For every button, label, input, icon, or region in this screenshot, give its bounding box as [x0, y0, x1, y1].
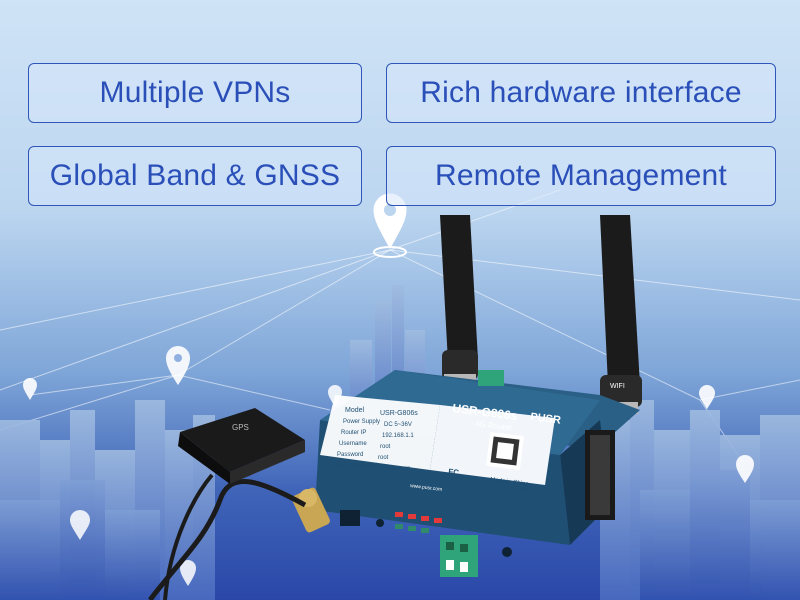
location-pin-icon: [70, 510, 90, 540]
spec-power-label: Power Supply: [343, 419, 380, 425]
spec-wifi-label: Wi-Fi Password: [335, 463, 377, 469]
location-pin-icon: [166, 346, 190, 385]
spec-username-label: Username: [339, 441, 367, 447]
feature-rich-hardware-interface: Rich hardware interface: [386, 63, 776, 123]
spec-password-value: root: [378, 455, 389, 461]
spec-ip-value: 192.168.1.1: [382, 433, 414, 439]
feature-global-band-gnss: Global Band & GNSS: [28, 146, 362, 206]
feature-label: Remote Management: [435, 159, 727, 192]
din-rail-clip: [585, 430, 615, 520]
feature-label: Rich hardware interface: [420, 76, 742, 109]
made-in-label: Made in China: [490, 477, 530, 488]
location-pin-icon: [373, 193, 407, 258]
website-label: www.pusr.com: [410, 483, 443, 493]
reset-hole: [376, 519, 384, 527]
fc-mark: FC: [448, 467, 460, 477]
sim-slot: [340, 510, 360, 526]
spec-ip-label: Router IP: [341, 430, 366, 436]
mount-screw: [502, 547, 512, 557]
brand-name: PUSR: [530, 411, 562, 427]
qr-code: [486, 432, 524, 470]
gps-antenna: GPS: [148, 408, 307, 600]
power-terminal: [440, 535, 478, 577]
location-pin-icon: [180, 560, 196, 586]
spec-model-value: USR-G806s: [380, 410, 418, 417]
feature-remote-management: Remote Management: [386, 146, 776, 206]
spec-password-label: Password: [337, 452, 363, 458]
antenna-right: WIFI: [600, 215, 642, 414]
wifi-label: WIFI: [610, 383, 625, 390]
spec-username-value: root: [380, 444, 391, 450]
feature-multiple-vpns: Multiple VPNs: [28, 63, 362, 123]
location-pin-icon: [699, 385, 715, 409]
top-terminal: [478, 370, 504, 386]
spec-wifi-value: www.usr.cn: [379, 466, 410, 472]
city-foreground: [0, 470, 800, 600]
spec-power-value: DC 5~36V: [384, 422, 412, 428]
status-leds: [395, 512, 442, 533]
gps-label: GPS: [232, 423, 249, 432]
location-pin-icon: [736, 455, 754, 483]
spec-model-label: Model: [345, 407, 365, 414]
feature-label: Multiple VPNs: [99, 76, 291, 109]
antenna-left: [440, 215, 478, 386]
wpc-mark: WPC: [515, 487, 532, 496]
location-pin-icon: [23, 378, 37, 400]
feature-label: Global Band & GNSS: [49, 159, 341, 192]
